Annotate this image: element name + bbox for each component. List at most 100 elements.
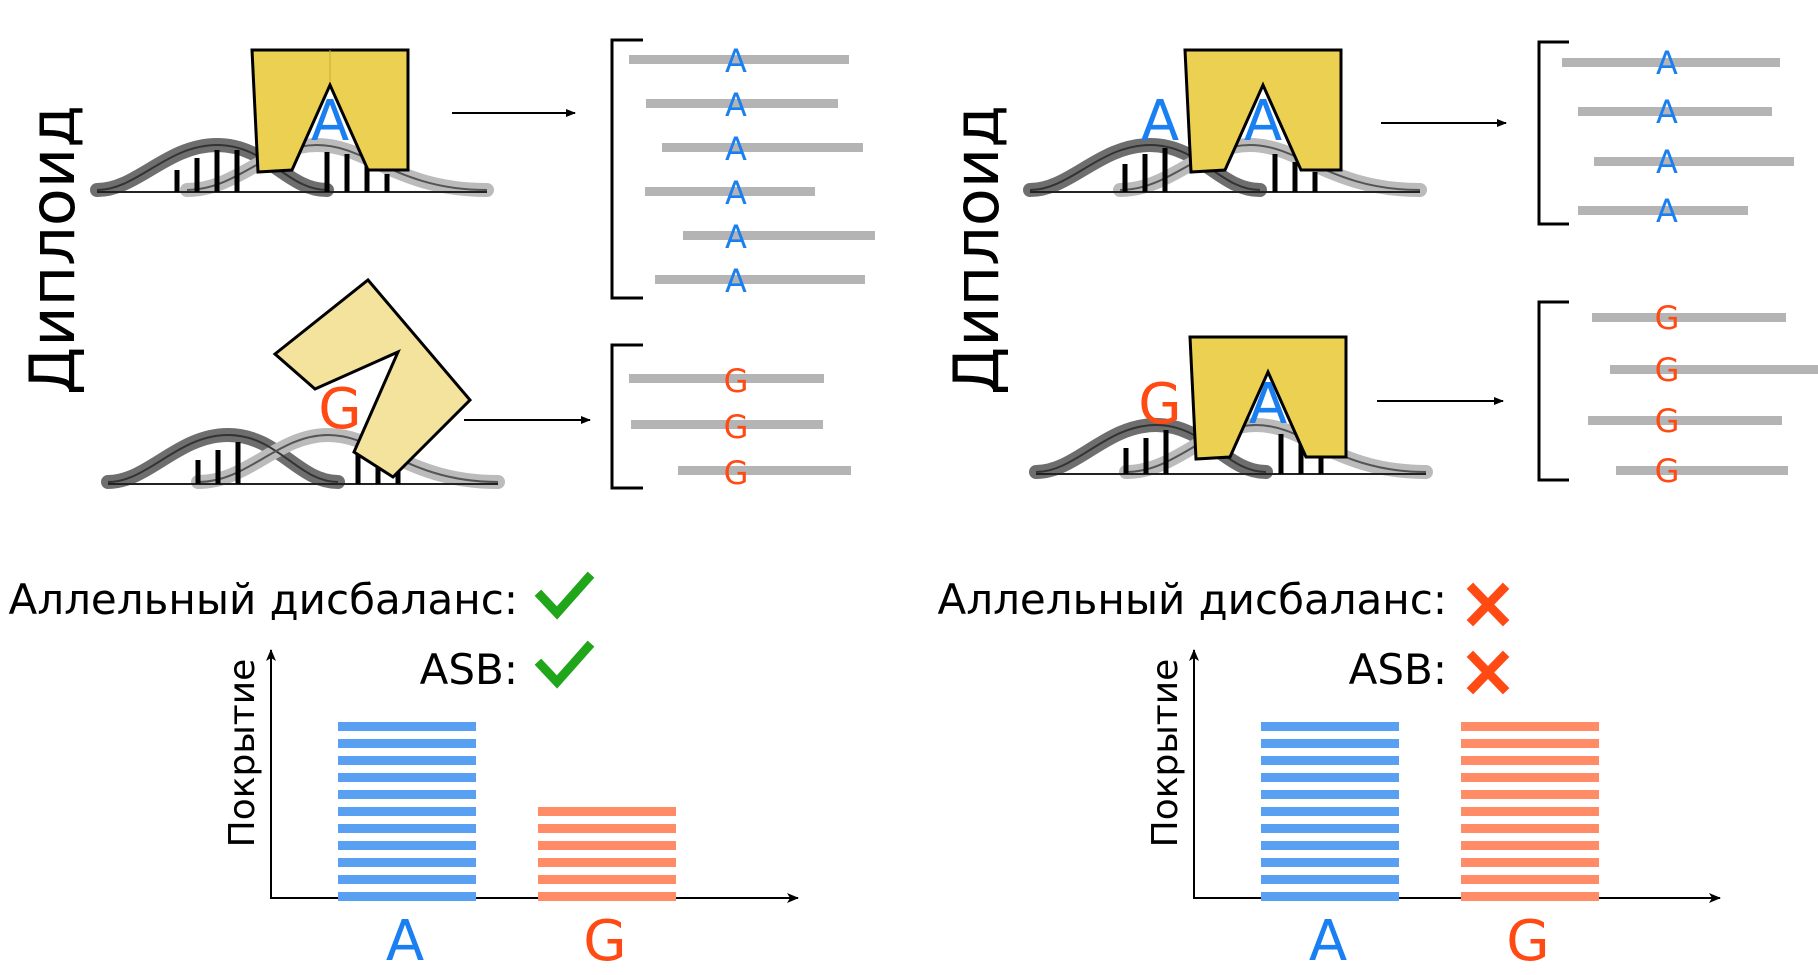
bar-stripe: [1261, 858, 1399, 867]
bar-stripe: [538, 858, 676, 867]
reads-a-stack: A A A A: [1562, 44, 1794, 230]
cross-icon: [1466, 650, 1510, 695]
bar-stripe: [1261, 841, 1399, 850]
bar-stripe: [1461, 875, 1599, 884]
bar-stripe: [1461, 807, 1599, 816]
bar-stripe: [338, 790, 476, 799]
read-allele: A: [725, 130, 747, 168]
allele-g-label: G: [318, 377, 361, 442]
ploidy-label: Диплоид: [940, 105, 1013, 395]
read-allele: G: [724, 362, 749, 400]
allele-a-label: A: [1141, 89, 1179, 154]
bar-stripe: [338, 875, 476, 884]
bar-stripe: [1461, 790, 1599, 799]
bar-g: [538, 807, 676, 901]
x-tick-label-a: A: [386, 909, 424, 974]
panel-right: Диплоид A A A A A: [938, 40, 1818, 974]
reads-bracket: [610, 38, 643, 300]
panel-left: Диплоид A A A: [9, 38, 875, 974]
bar-stripe: [338, 858, 476, 867]
bar-stripe: [1461, 739, 1599, 748]
read-allele: G: [724, 454, 749, 492]
x-tick-label-g: G: [1506, 909, 1549, 974]
bar-stripe: [1461, 841, 1599, 850]
bar-stripe: [1461, 773, 1599, 782]
bar-stripe: [1261, 875, 1399, 884]
transcription-factor-bound: [1183, 48, 1343, 174]
bar-stripe: [1461, 858, 1599, 867]
dna-helix: [1023, 137, 1427, 197]
read-allele: A: [1656, 44, 1678, 82]
read-allele: G: [1655, 452, 1680, 490]
bar-series: [1261, 722, 1599, 901]
bar-stripe: [1461, 892, 1599, 901]
bar-stripe: [338, 756, 476, 765]
read-allele: A: [1656, 192, 1678, 230]
read-allele: A: [725, 42, 747, 80]
read-allele: G: [1655, 351, 1680, 389]
read-allele: A: [1656, 93, 1678, 131]
x-tick-label-g: G: [583, 909, 626, 974]
read-allele: A: [725, 218, 747, 256]
bar-stripe: [338, 841, 476, 850]
allele-a-label: A: [1244, 89, 1282, 154]
check-icon: [534, 640, 595, 689]
allele-a-label: A: [1249, 372, 1287, 437]
transcription-factor-unbound: [272, 277, 473, 479]
bar-stripe: [1461, 756, 1599, 765]
bar-stripe: [1261, 739, 1399, 748]
cross-icon: [1466, 582, 1510, 627]
bar-a: [338, 722, 476, 901]
bar-stripe: [1261, 722, 1399, 731]
bar-stripe: [538, 841, 676, 850]
imbalance-label: Аллельный дисбаланс:: [9, 575, 518, 624]
bar-stripe: [1261, 790, 1399, 799]
bar-stripe: [538, 824, 676, 833]
asb-label: ASB:: [1349, 645, 1447, 694]
read-allele: G: [1655, 299, 1680, 337]
read-allele: G: [724, 408, 749, 446]
reads-bracket: [610, 343, 643, 490]
imbalance-label: Аллельный дисбаланс:: [938, 575, 1447, 624]
x-tick-label-a: A: [1309, 909, 1347, 974]
dna-helix: [101, 427, 505, 489]
ploidy-label: Диплоид: [16, 105, 89, 395]
bar-stripe: [1461, 824, 1599, 833]
bar-stripe: [538, 875, 676, 884]
coverage-chart: Покрытие A G: [1145, 649, 1721, 974]
dna-helix: [90, 137, 494, 197]
reads-g-stack: G G G: [629, 362, 851, 492]
bar-stripe: [1461, 722, 1599, 731]
bar-stripe: [338, 739, 476, 748]
bar-stripe: [1261, 892, 1399, 901]
coverage-chart: Покрытие A G: [222, 649, 799, 974]
read-allele: A: [725, 174, 747, 212]
allele-a-label: A: [311, 89, 349, 154]
bar-stripe: [1261, 773, 1399, 782]
asb-label: ASB:: [420, 645, 518, 694]
bar-stripe: [338, 892, 476, 901]
bar-g: [1461, 722, 1599, 901]
reads-a-stack: A A A A A A: [629, 42, 875, 300]
read-allele: A: [1656, 143, 1678, 181]
bar-series: [338, 722, 676, 901]
read-allele: A: [725, 86, 747, 124]
y-axis-label: Покрытие: [222, 659, 263, 848]
bar-stripe: [538, 807, 676, 816]
bar-a: [1261, 722, 1399, 901]
bar-stripe: [1261, 824, 1399, 833]
allele-g-label: G: [1138, 372, 1181, 437]
transcription-factor-bound: [250, 48, 410, 174]
dna-helix: [1029, 417, 1433, 479]
bar-stripe: [1261, 756, 1399, 765]
bar-stripe: [338, 807, 476, 816]
reads-bracket: [1537, 300, 1569, 482]
read-allele: A: [725, 262, 747, 300]
bar-stripe: [338, 773, 476, 782]
bar-stripe: [338, 722, 476, 731]
bar-stripe: [1261, 807, 1399, 816]
bar-stripe: [538, 892, 676, 901]
read-allele: G: [1655, 402, 1680, 440]
reads-g-stack: G G G G: [1588, 299, 1818, 490]
